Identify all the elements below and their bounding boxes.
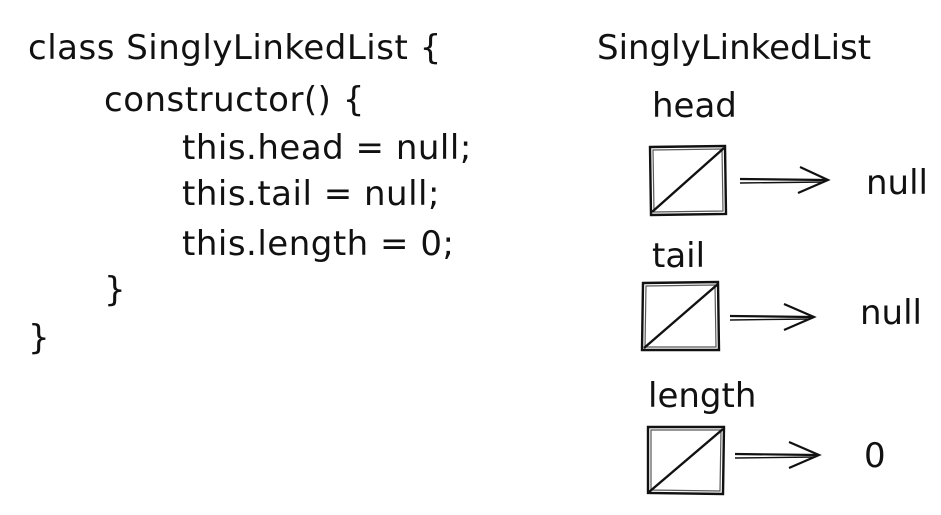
code-line-tail-assignment: this.tail = null; <box>182 174 440 214</box>
field-label-head: head <box>652 86 737 126</box>
field-box-length <box>645 424 727 496</box>
code-line-head-assignment: this.head = null; <box>182 128 472 168</box>
field-value-tail: null <box>860 293 922 333</box>
arrow-length <box>733 440 828 470</box>
arrow-head <box>738 165 833 195</box>
arrow-tail <box>728 302 823 332</box>
field-value-head: null <box>866 163 928 203</box>
code-line-class-close: } <box>28 318 51 358</box>
field-box-tail <box>640 280 722 352</box>
code-line-class-declaration: class SinglyLinkedList { <box>28 28 442 68</box>
code-line-constructor-close: } <box>104 270 127 310</box>
field-label-tail: tail <box>652 236 706 276</box>
field-box-head <box>648 144 728 217</box>
diagram-title: SinglyLinkedList <box>597 28 872 68</box>
code-line-constructor: constructor() { <box>104 80 365 120</box>
field-label-length: length <box>648 376 757 416</box>
field-value-length: 0 <box>864 436 886 476</box>
code-line-length-assignment: this.length = 0; <box>182 224 455 264</box>
